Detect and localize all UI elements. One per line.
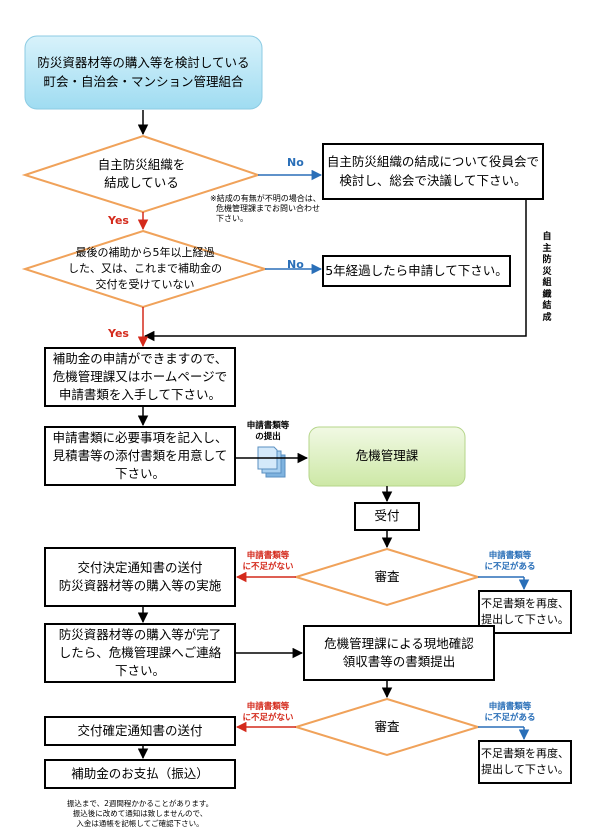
submit-line-2: の提出 [255, 432, 281, 442]
step5-box: 交付確定通知書の送付 [45, 717, 235, 745]
insufficient-yes-line-1: 申請書類等 [488, 550, 532, 561]
review1-diamond-shape [292, 547, 482, 607]
step3-line-2: 防災資器材等の購入等の実施 [58, 578, 222, 593]
q1-yes-label: Yes [108, 214, 129, 227]
q1-no-line-1: 自主防災組織の結成について役員会で [326, 154, 540, 170]
step1-line-2: 危機管理課又はホームページで [52, 368, 228, 384]
review1-line-1: 審査 [374, 568, 400, 584]
insufficient-yes-line-2: に不足がある [484, 562, 536, 572]
step6-box-shape [44, 759, 236, 789]
step2-line-2: 見積書等の添付書類を用意して [52, 447, 228, 463]
review2-diamond-shape [292, 697, 482, 757]
q1-no-box-shape [322, 143, 544, 200]
onsite-box-shape [303, 625, 495, 681]
insufficient-no2-line-1: 申請書類等 [246, 701, 290, 712]
document-icon [257, 446, 286, 478]
resubmit2-line-2: 提出して下さい。 [481, 763, 569, 776]
step5-line-1: 交付確定通知書の送付 [77, 722, 203, 738]
step2-box-shape [44, 426, 236, 486]
insufficient-yes2-line-1: 申請書類等 [488, 701, 532, 712]
receipt-line-1: 受付 [374, 508, 400, 524]
footnote-line-2: 振込後に改めて通知は致しませんので、 [72, 809, 208, 819]
review2-line-1: 審査 [374, 718, 400, 734]
q1-line-2: 結成している [104, 175, 179, 190]
resubmit1-box: 不足書類を再度、 提出して下さい。 [479, 591, 571, 633]
q1-note-line-3: 下さい。 [216, 214, 248, 223]
office-box: 危機管理課 [309, 427, 465, 486]
step6-box: 補助金のお支払（振込） [45, 760, 235, 788]
q1-line-1: 自主防災組織を [97, 156, 186, 172]
step6-line-1: 補助金のお支払（振込） [71, 765, 209, 781]
q2-diamond: 最後の補助から5年以上経過 した、又は、これまで補助金の 交付を受けていない [25, 231, 265, 307]
onsite-line-2: 領収書等の書類提出 [342, 654, 456, 669]
q2-line-2: した、又は、これまで補助金の [68, 262, 222, 276]
step1-box-shape [44, 347, 236, 407]
footnote-line-1: 振込まで、2週間程かかることがあります。 [66, 799, 214, 809]
q2-yes-label: Yes [108, 327, 129, 340]
insufficient-no2-line-2: に不足がない [242, 713, 294, 723]
receipt-box: 受付 [355, 503, 419, 530]
submit-line-1: 申請書類等 [246, 420, 290, 431]
q2-no-label: No [287, 258, 304, 271]
onsite-box: 危機管理課による現地確認 領収書等の書類提出 [304, 626, 494, 680]
insufficient-yes2-line-2: に不足がある [484, 713, 536, 723]
q2-no-line-1: 5年経過したら申請して下さい。 [325, 262, 508, 278]
q2-line-3: 交付を受けていない [95, 277, 195, 291]
resubmit2-box: 不足書類を再度、 提出して下さい。 [479, 741, 571, 783]
insufficient-yes-label-2: 申請書類等 に不足がある [478, 701, 542, 725]
insufficient-no-label: 申請書類等 に不足がない [238, 550, 298, 574]
insufficient-no-line-2: に不足がない [242, 562, 294, 572]
step4-line-3: 下さい。 [114, 663, 165, 679]
step1-box: 補助金の申請ができますので、 危機管理課又はホームページで 申請書類を入手して下… [45, 348, 235, 406]
resubmit2-box-shape [478, 740, 572, 784]
footnote: 振込まで、2週間程かかることがあります。 振込後に改めて通知は致しませんので、 … [40, 792, 240, 836]
step4-line-1: 防災資器材等の購入等が完了 [58, 626, 222, 642]
resubmit2-line-1: 不足書類を再度、 [481, 747, 569, 761]
start-line-1: 防災資器材等の購入等を検討している [37, 55, 250, 71]
step4-box: 防災資器材等の購入等が完了 したら、危機管理課へご連絡 下さい。 [45, 624, 235, 682]
q2-no-box-shape [322, 255, 511, 287]
review1-diamond: 審査 [296, 549, 478, 605]
start-line-2: 町会・自治会・マンション管理組合 [43, 73, 244, 89]
q1-note-line-2: 危機管理課までお問い合わせ [216, 204, 320, 213]
q1-no-box: 自主防災組織の結成について役員会で 検討し、総会で決議して下さい。 [323, 144, 543, 199]
q2-no-box: 5年経過したら申請して下さい。 [323, 256, 510, 286]
insufficient-yes-label: 申請書類等 に不足がある [478, 550, 542, 574]
q1-no-label: No [287, 156, 304, 169]
review2-diamond: 審査 [296, 699, 478, 755]
insufficient-no-line-1: 申請書類等 [246, 550, 290, 561]
step1-line-3: 申請書類を入手して下さい。 [58, 387, 222, 403]
step5-box-shape [44, 716, 236, 746]
step2-line-1: 申請書類に必要事項を記入し、 [52, 429, 228, 445]
resubmit1-line-2: 提出して下さい。 [481, 613, 569, 626]
step3-box-shape [44, 547, 236, 607]
insufficient-no-label-2: 申請書類等 に不足がない [238, 701, 298, 725]
start-box-shape [24, 35, 263, 110]
step3-box: 交付決定通知書の送付 防災資器材等の購入等の実施 [45, 548, 235, 606]
step4-box-shape [44, 623, 236, 683]
step2-line-3: 下さい。 [114, 466, 165, 482]
q2-line-1: 最後の補助から5年以上経過 [75, 246, 215, 260]
q1-note-line-1: ※結成の有無が不明の場合は、 [210, 194, 321, 203]
onsite-line-1: 危機管理課による現地確認 [324, 635, 474, 651]
office-line-1: 危機管理課 [355, 448, 419, 464]
resubmit1-line-1: 不足書類を再度、 [481, 597, 569, 611]
side-label: 自主防災組織結成 [542, 232, 552, 323]
step2-box: 申請書類に必要事項を記入し、 見積書等の添付書類を用意して 下さい。 [45, 427, 235, 485]
q1-diamond: 自主防災組織を 結成している [25, 136, 258, 212]
step1-line-1: 補助金の申請ができますので、 [52, 350, 228, 366]
footnote-line-3: 入金は通帳を記帳してご確認下さい。 [76, 818, 204, 828]
step3-line-1: 交付決定通知書の送付 [77, 559, 203, 575]
q1-no-line-2: 検討し、総会で決議して下さい。 [339, 172, 527, 188]
start-box: 防災資器材等の購入等を検討している 町会・自治会・マンション管理組合 [25, 36, 262, 109]
submit-label: 申請書類等 の提出 [246, 421, 290, 443]
receipt-box-shape [354, 502, 420, 531]
step4-line-2: したら、危機管理課へご連絡 [58, 644, 222, 660]
q1-note: ※結成の有無が不明の場合は、 危機管理課までお問い合わせ 下さい。 [210, 194, 321, 224]
